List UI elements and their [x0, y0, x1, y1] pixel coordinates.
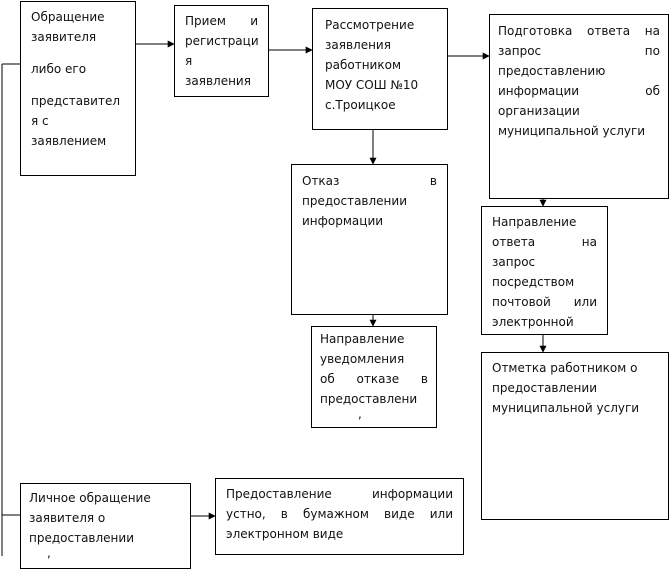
refusal-box: Отказ в предоставлении информации: [291, 164, 448, 315]
box-line: информации: [302, 214, 384, 228]
box-line: ,: [47, 546, 51, 560]
box-line: предоставлении: [492, 381, 597, 395]
box-line: либо его: [31, 62, 87, 76]
box-line: организации: [498, 104, 580, 118]
applicant-request-box: Обращение заявителя либо его представите…: [20, 1, 136, 176]
box-line: ответа на: [492, 235, 597, 249]
personal-request-box: Личное обращение заявителя о предоставле…: [20, 483, 191, 569]
box-line: предоставлению: [498, 64, 606, 78]
box-line: электронном виде: [226, 527, 344, 541]
box-line: Личное обращение: [29, 491, 151, 505]
send-answer-box: Направление ответа на запрос посредством…: [481, 206, 608, 335]
box-line: с.Троицкое: [325, 98, 396, 112]
refusal-notice-box: Направление уведомления об отказе в пред…: [311, 326, 437, 428]
box-line: запрос по: [498, 44, 660, 58]
box-line: предоставлени: [320, 392, 418, 406]
box-line: я с: [31, 114, 49, 128]
box-line: электронной: [492, 315, 574, 329]
box-line: заявления: [325, 38, 391, 52]
box-line: заявителя: [31, 30, 97, 44]
box-line: представител: [31, 94, 120, 108]
box-line: ,: [358, 407, 362, 421]
box-line: Прием и: [185, 14, 258, 28]
box-line: Обращение: [31, 10, 105, 24]
mark-provision-box: Отметка работником о предоставлении муни…: [481, 352, 669, 520]
box-line: МОУ СОШ №10: [325, 78, 419, 92]
registration-box: Прием и регистраци я заявления: [174, 5, 269, 97]
box-line: предоставлении: [302, 194, 407, 208]
box-line: Рассмотрение: [325, 18, 415, 32]
box-line: Подготовка ответа на: [498, 24, 660, 38]
box-line: заявления: [185, 74, 251, 88]
box-line: муниципальной услуги: [498, 124, 646, 138]
box-line: уведомления: [320, 352, 405, 366]
provide-info-box: Предоставление информации устно, в бумаж…: [215, 478, 464, 555]
box-line: работником: [325, 58, 401, 72]
box-line: Предоставление информации: [226, 487, 453, 501]
review-box: Рассмотрение заявления работником МОУ СО…: [312, 8, 448, 130]
box-line: я: [185, 54, 193, 68]
box-line: устно, в бумажном виде или: [226, 507, 453, 521]
box-line: об отказе в: [320, 372, 428, 386]
box-line: информации об: [498, 84, 660, 98]
box-line: Направление: [320, 332, 405, 346]
box-line: запрос: [492, 255, 536, 269]
box-line: почтовой или: [492, 295, 597, 309]
box-line: муниципальной услуги: [492, 401, 640, 415]
box-line: предоставлении: [29, 531, 134, 545]
prepare-answer-box: Подготовка ответа на запрос по предостав…: [489, 14, 669, 199]
box-line: Отказ в: [302, 174, 437, 188]
box-line: Направление: [492, 215, 577, 229]
box-line: регистраци: [185, 34, 259, 48]
box-line: заявителя о: [29, 511, 106, 525]
box-line: посредством: [492, 275, 575, 289]
box-line: Отметка работником о: [492, 361, 638, 375]
box-line: заявлением: [31, 134, 107, 148]
